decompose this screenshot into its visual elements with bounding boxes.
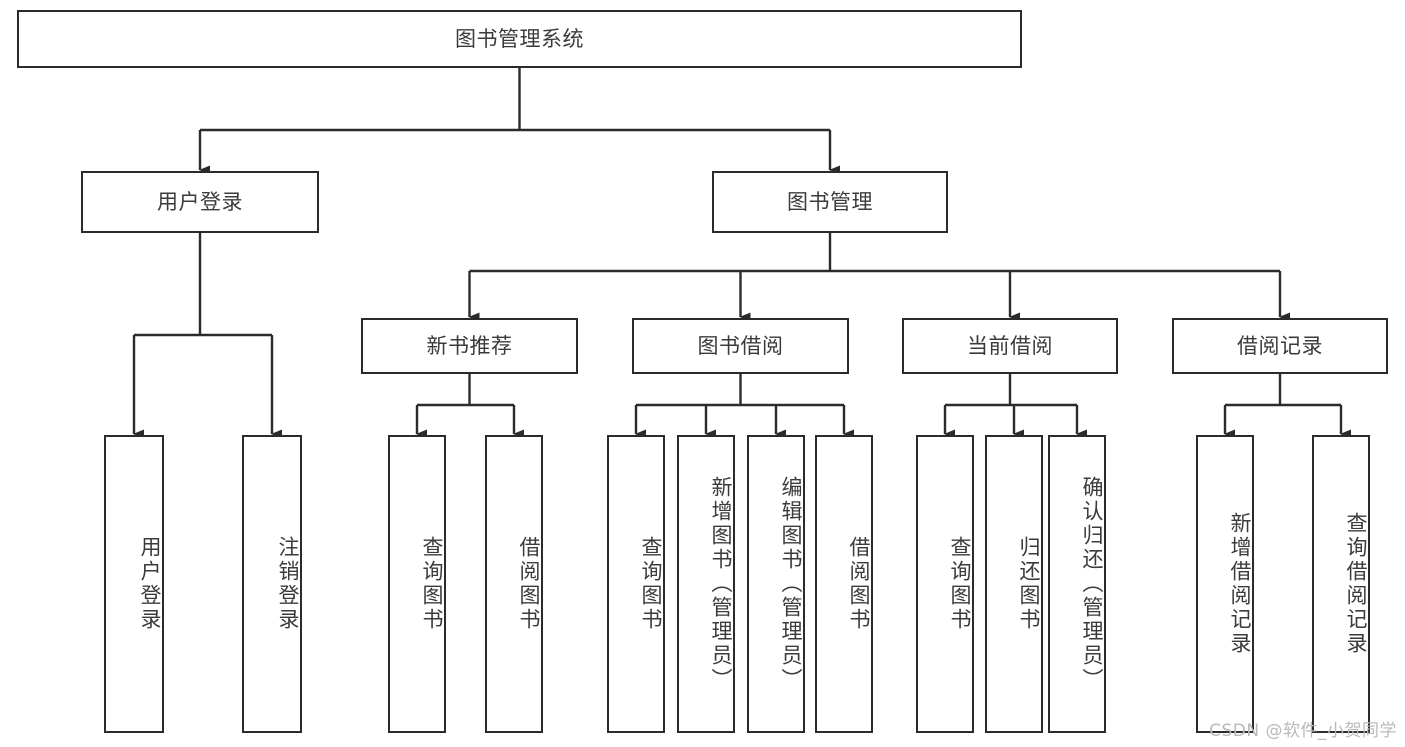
node-label: 注销登录 <box>276 536 300 632</box>
node-label: 查询借阅记录 <box>1344 512 1368 656</box>
node-label: 用户登录 <box>138 536 162 632</box>
node-leaf-cu-return[interactable]: 归还图书 <box>985 435 1043 733</box>
node-leaf-bo-add[interactable]: 新增图书（管理员） <box>677 435 735 733</box>
node-label: 新增图书（管理员） <box>709 476 733 692</box>
node-label: 借阅记录 <box>1237 333 1323 358</box>
node-leaf-bo-edit[interactable]: 编辑图书（管理员） <box>747 435 805 733</box>
node-label: 当前借阅 <box>967 333 1053 358</box>
node-label: 图书管理 <box>787 189 873 214</box>
node-label: 借阅图书 <box>517 536 541 632</box>
node-leaf-user-logout[interactable]: 注销登录 <box>242 435 302 733</box>
node-leaf-re-query[interactable]: 查询借阅记录 <box>1312 435 1370 733</box>
node-leaf-cu-query[interactable]: 查询图书 <box>916 435 974 733</box>
node-leaf-re-add[interactable]: 新增借阅记录 <box>1196 435 1254 733</box>
node-label: 查询图书 <box>420 536 444 632</box>
node-label: 图书借阅 <box>697 333 784 358</box>
node-label: 新增借阅记录 <box>1228 512 1252 656</box>
node-newbook[interactable]: 新书推荐 <box>361 318 578 374</box>
node-label: 编辑图书（管理员） <box>779 476 803 692</box>
watermark-credit: CSDN @软件_小贺同学 <box>1209 721 1397 741</box>
node-label: 确认归还（管理员） <box>1080 476 1104 692</box>
node-leaf-nb-borrow[interactable]: 借阅图书 <box>485 435 543 733</box>
node-records[interactable]: 借阅记录 <box>1172 318 1388 374</box>
node-label: 查询图书 <box>948 536 972 632</box>
node-bookmgmt[interactable]: 图书管理 <box>712 171 948 233</box>
node-leaf-user-login[interactable]: 用户登录 <box>104 435 164 733</box>
node-label: 归还图书 <box>1017 536 1041 632</box>
node-leaf-bo-query[interactable]: 查询图书 <box>607 435 665 733</box>
node-label: 借阅图书 <box>847 536 871 632</box>
node-leaf-bo-borrow[interactable]: 借阅图书 <box>815 435 873 733</box>
node-borrow[interactable]: 图书借阅 <box>632 318 849 374</box>
node-login[interactable]: 用户登录 <box>81 171 319 233</box>
node-label: 查询图书 <box>639 536 663 632</box>
node-current[interactable]: 当前借阅 <box>902 318 1118 374</box>
node-label: 图书管理系统 <box>455 26 584 51</box>
node-label: 新书推荐 <box>426 333 513 358</box>
node-label: 用户登录 <box>157 189 243 214</box>
node-leaf-cu-confirm[interactable]: 确认归还（管理员） <box>1048 435 1106 733</box>
node-leaf-nb-query[interactable]: 查询图书 <box>388 435 446 733</box>
node-root[interactable]: 图书管理系统 <box>17 10 1022 68</box>
